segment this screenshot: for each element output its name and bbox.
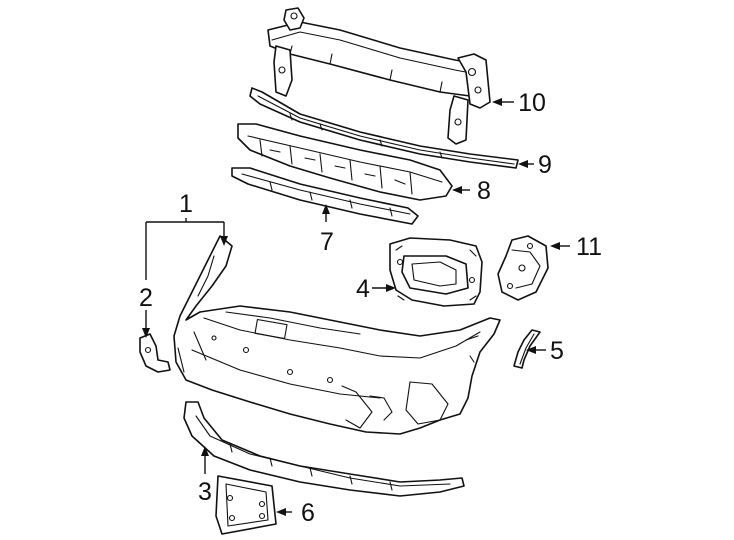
part-9-absorber-strip[interactable] <box>249 87 519 169</box>
callout-11: 11 <box>576 233 602 261</box>
part-5-trim-strip[interactable] <box>513 329 541 369</box>
callout-2: 2 <box>139 284 153 312</box>
part-4-fog-lamp-bracket[interactable] <box>389 237 483 307</box>
part-8-energy-absorber[interactable] <box>237 123 453 201</box>
part-6-license-plate-bracket[interactable] <box>215 475 277 535</box>
callout-7: 7 <box>320 228 334 256</box>
part-7-lower-absorber[interactable] <box>231 167 419 225</box>
callout-10: 10 <box>518 89 546 117</box>
leader-lines <box>142 98 570 516</box>
callout-3: 3 <box>198 478 212 506</box>
callout-9: 9 <box>538 151 552 179</box>
part-3-lower-spoiler[interactable] <box>183 401 465 497</box>
callout-8: 8 <box>477 177 491 205</box>
part-2-clip[interactable] <box>139 333 171 373</box>
callout-4: 4 <box>356 275 370 303</box>
callout-labels: 1 2 3 4 5 6 7 8 9 10 11 <box>139 89 602 527</box>
callout-6: 6 <box>301 499 315 527</box>
callout-1: 1 <box>179 190 193 218</box>
part-1-bumper-cover[interactable] <box>173 235 501 435</box>
callout-5: 5 <box>550 337 564 365</box>
part-10-reinforcement-beam[interactable] <box>267 7 491 145</box>
part-11-side-bracket[interactable] <box>497 235 549 301</box>
